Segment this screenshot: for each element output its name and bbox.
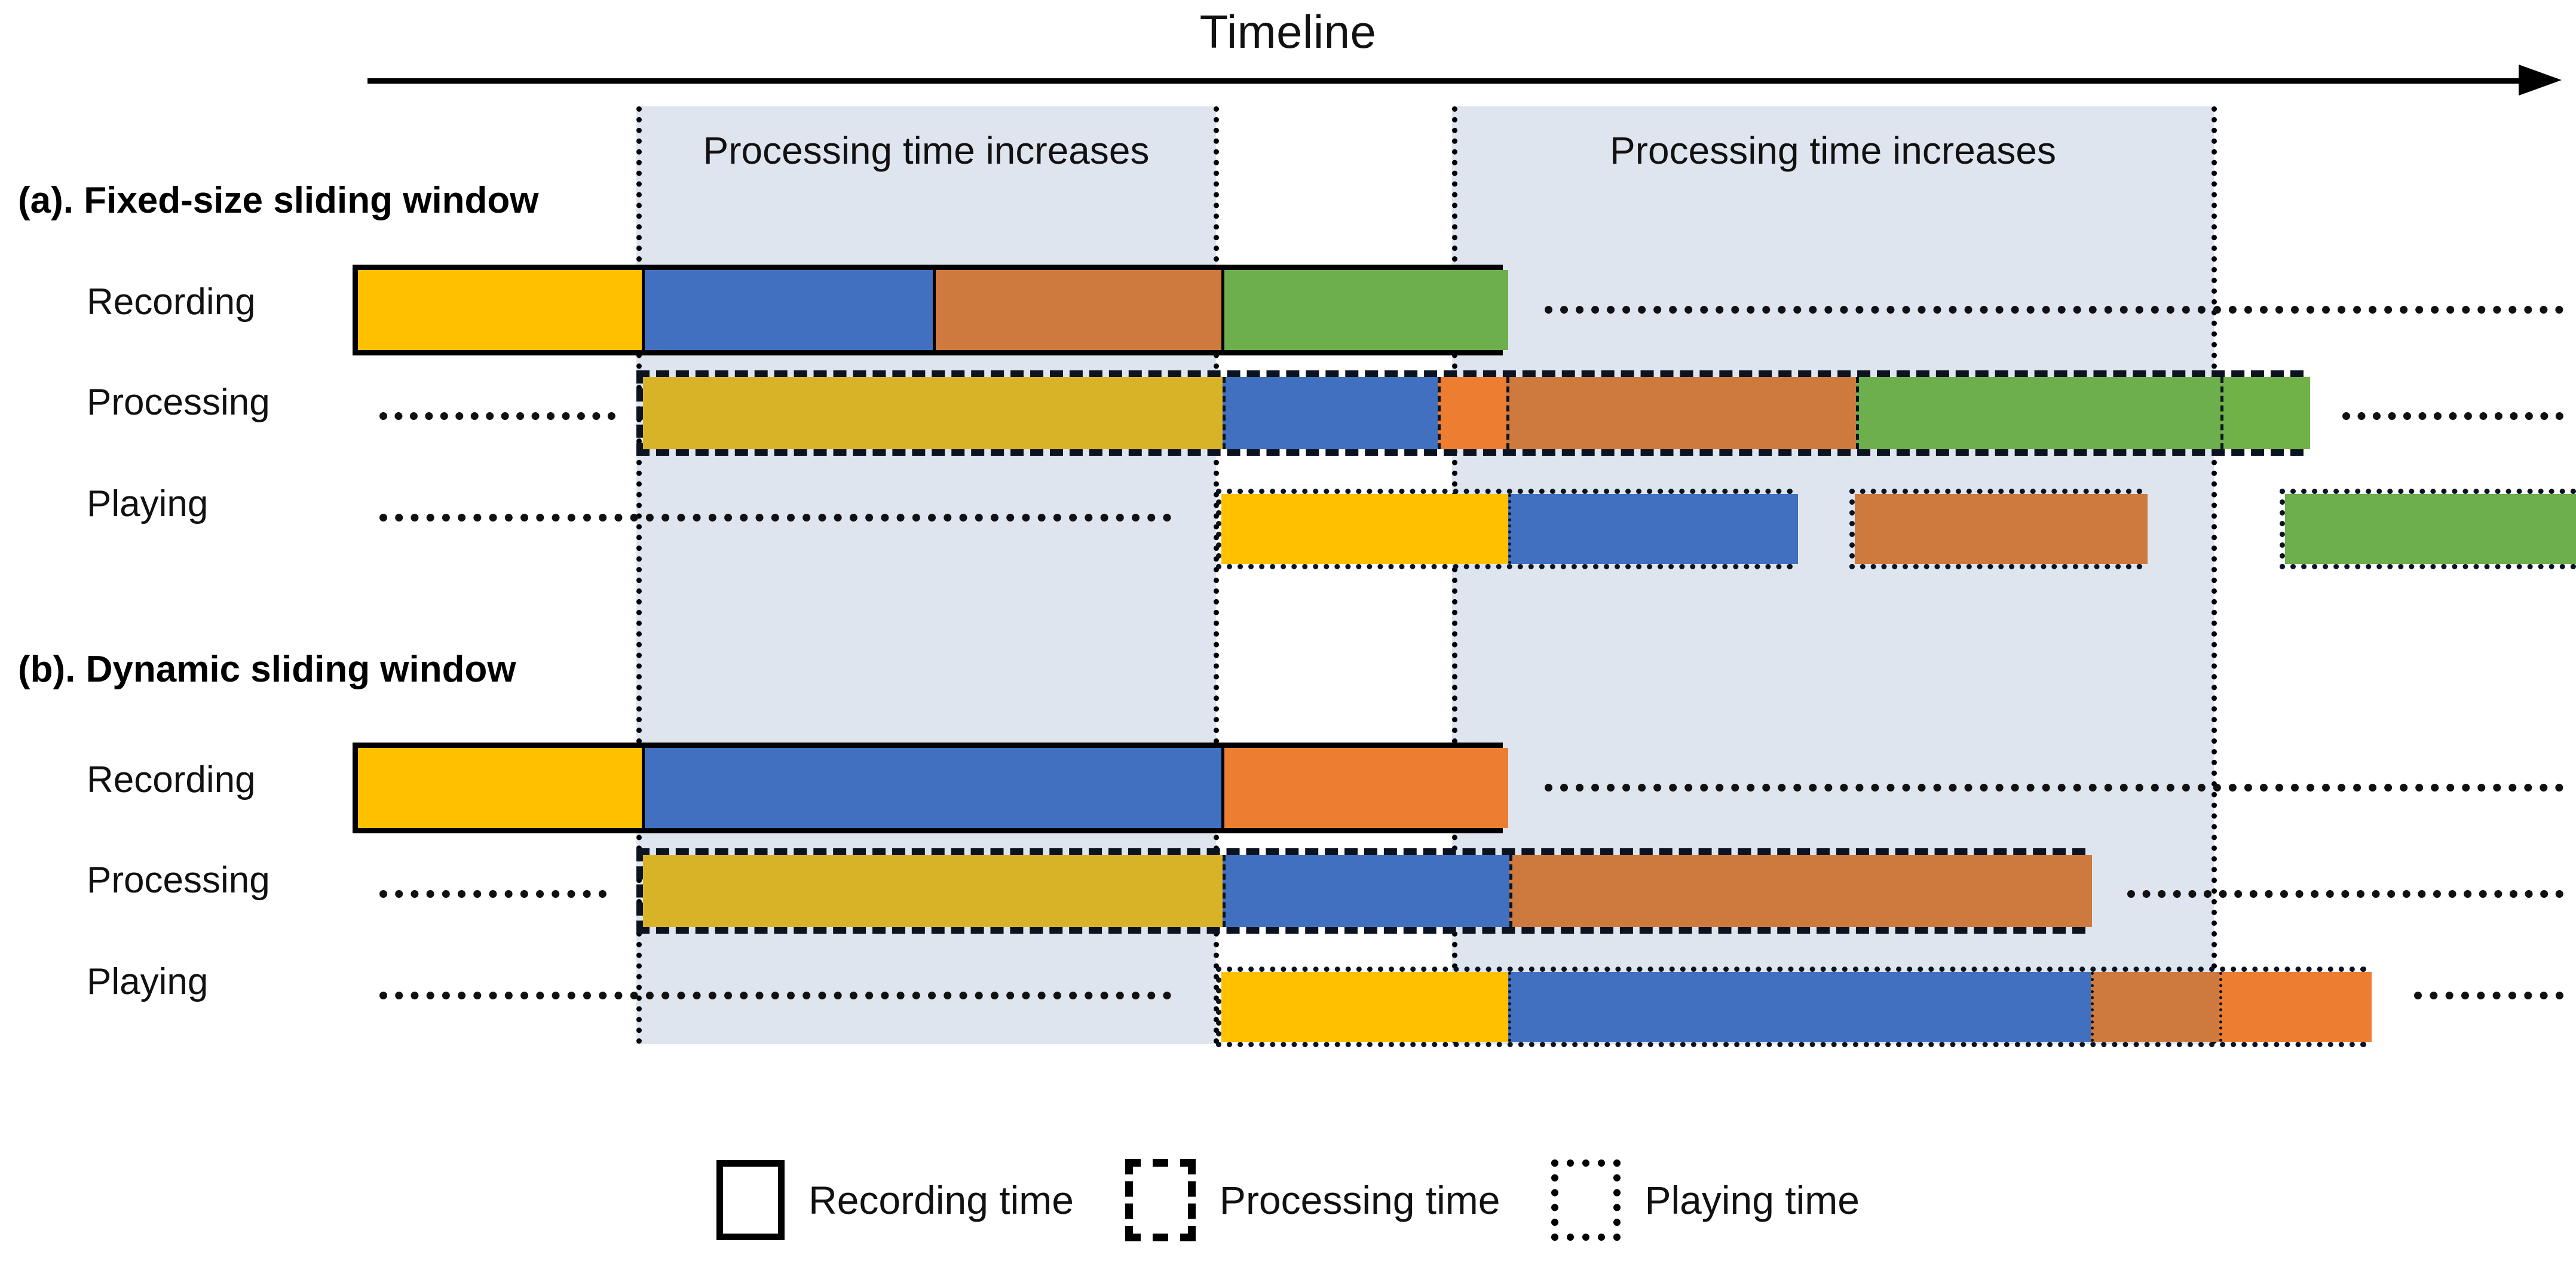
legend: Recording time Processing time Playing t… bbox=[0, 1159, 2576, 1241]
section-b-processing-leading-dots bbox=[379, 890, 607, 898]
legend-item-playing: Playing time bbox=[1551, 1159, 1860, 1241]
segment-recording-b-3 bbox=[1221, 748, 1508, 828]
section-b-row-label-recording: Recording bbox=[87, 759, 256, 800]
section-a-row-label-processing: Processing bbox=[87, 382, 270, 423]
section-a-recording-trailing-dots bbox=[1545, 306, 2563, 314]
segment-recording-a-4 bbox=[1221, 270, 1508, 350]
section-b-caption: (b). Dynamic sliding window bbox=[18, 649, 516, 690]
segment-playing-a-4 bbox=[2285, 494, 2576, 564]
section-a-playing-leading-dots bbox=[379, 514, 1171, 522]
segment-processing-a-6 bbox=[2220, 377, 2310, 449]
section-b-recording-trailing-dots bbox=[1545, 784, 2563, 792]
segment-playing-a-3 bbox=[1855, 494, 2148, 564]
segment-playing-b-1 bbox=[1221, 972, 1508, 1042]
segment-playing-b-4 bbox=[2219, 972, 2372, 1042]
segment-recording-a-1 bbox=[358, 270, 642, 350]
segment-recording-b-2 bbox=[642, 748, 1221, 828]
section-a-recording-track bbox=[353, 265, 1508, 355]
section-b-playing-track bbox=[1216, 967, 2372, 1047]
band-label-2: Processing time increases bbox=[1610, 129, 2056, 172]
segment-playing-b-3 bbox=[2091, 972, 2219, 1042]
section-a-caption: (a). Fixed-size sliding window bbox=[18, 180, 539, 221]
playing-swatch-icon bbox=[1551, 1159, 1621, 1241]
segment-processing-b-3 bbox=[1509, 855, 2092, 927]
section-b-row-label-processing: Processing bbox=[87, 860, 270, 901]
section-b-playing-trailing-dots bbox=[2414, 992, 2563, 999]
section-b-row-label-playing: Playing bbox=[87, 961, 209, 1002]
section-a-row-label-playing: Playing bbox=[87, 483, 209, 524]
segment-processing-a-5 bbox=[1856, 377, 2220, 449]
divider-line-4 bbox=[2211, 106, 2217, 1044]
timeline-axis-line bbox=[367, 78, 2525, 84]
segment-recording-a-2 bbox=[642, 270, 933, 350]
divider-line-3 bbox=[1452, 106, 1457, 1044]
section-b-playing-leading-dots bbox=[379, 992, 1171, 999]
recording-swatch-icon bbox=[716, 1160, 785, 1240]
segment-processing-b-1 bbox=[643, 855, 1223, 927]
right-arrow-icon bbox=[2519, 65, 2562, 96]
section-a-row-label-recording: Recording bbox=[87, 281, 256, 323]
divider-line-2 bbox=[1214, 106, 1219, 1044]
legend-item-processing: Processing time bbox=[1125, 1159, 1500, 1241]
segment-processing-a-1 bbox=[643, 377, 1223, 449]
section-b-processing-track bbox=[636, 848, 2092, 934]
section-a-playing-chunk-1-2 bbox=[1216, 489, 1798, 569]
band-label-1: Processing time increases bbox=[703, 129, 1150, 172]
section-a-playing-chunk-3 bbox=[1849, 489, 2148, 569]
segment-recording-a-3 bbox=[933, 270, 1221, 350]
section-a-processing-track bbox=[636, 370, 2310, 456]
segment-processing-a-2 bbox=[1223, 377, 1438, 449]
legend-item-recording: Recording time bbox=[716, 1160, 1074, 1240]
section-a-processing-leading-dots bbox=[379, 412, 615, 420]
segment-playing-a-2 bbox=[1508, 494, 1798, 564]
legend-label-processing: Processing time bbox=[1219, 1178, 1500, 1222]
segment-playing-b-2 bbox=[1508, 972, 2091, 1042]
segment-playing-a-1 bbox=[1221, 494, 1508, 564]
section-b-processing-trailing-dots bbox=[2127, 890, 2563, 898]
divider-line-1 bbox=[636, 106, 642, 1044]
segment-processing-b-2 bbox=[1223, 855, 1509, 927]
section-b-recording-track bbox=[353, 743, 1508, 833]
section-a-playing-chunk-4 bbox=[2280, 489, 2576, 569]
page-title: Timeline bbox=[1199, 5, 1377, 58]
processing-swatch-icon bbox=[1125, 1159, 1196, 1241]
section-a-processing-trailing-dots bbox=[2342, 412, 2563, 420]
legend-label-playing: Playing time bbox=[1644, 1178, 1860, 1222]
legend-label-recording: Recording time bbox=[808, 1178, 1074, 1222]
segment-processing-a-4 bbox=[1506, 377, 1856, 449]
segment-processing-a-3 bbox=[1438, 377, 1506, 449]
segment-recording-b-1 bbox=[358, 748, 642, 828]
